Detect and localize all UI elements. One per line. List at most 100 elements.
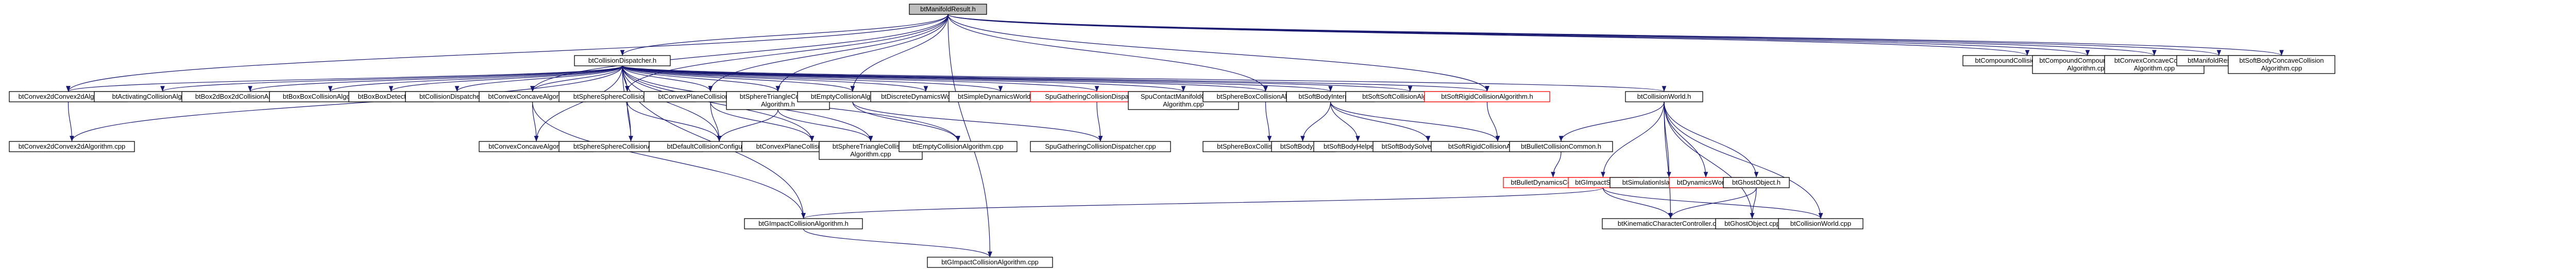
edge-root-to-ccah (530, 14, 948, 92)
edge-sbi-to-sbh (1330, 101, 1360, 142)
graph-node-gicacpp[interactable]: btGImpactCollisionAlgorithm.cpp (927, 257, 1053, 268)
graph-node-bcc[interactable]: btBulletCollisionCommon.h (1509, 141, 1613, 152)
edge-cw-to-cwcpp (1664, 101, 1823, 219)
edge-cd-to-bxd (388, 65, 623, 92)
edge-cd-to-stch (622, 65, 781, 92)
edge-cd-to-ech (622, 65, 855, 92)
node-label: btSimpleDynamicsWorld.cpp (958, 93, 1043, 100)
edge-root-to-ccc (947, 14, 2029, 56)
edge-cw-to-go (1664, 101, 1759, 178)
node-box (574, 55, 671, 66)
graph-node-srb[interactable]: btSoftRigidCollisionAlgorithm.h (1424, 91, 1550, 102)
graph-node-cw[interactable]: btCollisionWorld.h (1625, 91, 1703, 102)
graph-node-root[interactable]: btManifoldResult.h (909, 4, 987, 15)
node-label: btBulletCollisionCommon.h (1521, 142, 1601, 150)
node-label: Algorithm.cpp (850, 150, 891, 158)
edge-cd-to-bxb (328, 65, 623, 92)
edge-cd-to-sdw (622, 65, 1003, 92)
edge-cd-to-cdc (454, 65, 623, 92)
edge-root-to-sbx (947, 14, 1268, 92)
edge-ccah-to-ccacpp (532, 101, 539, 142)
edge-stch-to-stccpp (777, 109, 873, 142)
edge-cd-to-srb (622, 65, 1489, 92)
edge-root-to-sph (625, 14, 948, 92)
edge-cw-to-kcc (1664, 101, 1673, 219)
node-box (927, 257, 1053, 268)
edge-ccah-to-gica (532, 101, 806, 219)
edge-root-to-cd (620, 14, 948, 56)
node-box (1778, 218, 1863, 229)
edge-bcc-to-bdc (1551, 151, 1562, 178)
edge-root-to-sbcc (947, 14, 2284, 56)
node-label: btCollisionWorld.h (1637, 93, 1691, 100)
edge-gi-to-gica (801, 187, 1604, 219)
graph-node-c2dcpp[interactable]: btConvex2dConvex2dAlgorithm.cpp (9, 141, 135, 152)
graph-node-gocpp[interactable]: btGhostObject.cpp (1715, 218, 1789, 229)
edge-sph-to-sspcpp (626, 101, 633, 142)
node-label: btConvex2dConvex2dAlgorithm.h (19, 93, 118, 100)
edge-cd-to-b2b (248, 65, 623, 92)
edge-root-to-gicacpp (947, 14, 992, 258)
edge-ech-to-spugcpp (852, 101, 1103, 142)
node-label: btKinematicCharacterController.cpp (1618, 220, 1723, 227)
edge-cd-to-c2dcpp (70, 65, 623, 142)
graph-node-gica[interactable]: btGImpactCollisionAlgorithm.h (744, 218, 863, 229)
node-label: btGhostObject.cpp (1724, 220, 1780, 227)
edge-cd-to-ccacpp (534, 65, 623, 142)
node-box (2228, 55, 2335, 74)
node-label: btSphereTriangleCollision (740, 93, 816, 100)
node-label: btSphereTriangleCollision (833, 142, 909, 150)
edge-root-to-cxc (947, 14, 2157, 56)
node-label: SpuGatheringCollisionDispatcher.cpp (1045, 142, 1156, 150)
node-label: btConvex2dConvex2dAlgorithm.cpp (19, 142, 125, 150)
node-box (899, 141, 1018, 152)
graph-node-spugcpp[interactable]: SpuGatheringCollisionDispatcher.cpp (1030, 141, 1171, 152)
edge-cw-to-dyn (1664, 101, 1708, 178)
edge-sbi-to-sbsolver (1330, 101, 1431, 142)
graph-node-go[interactable]: btGhostObject.h (1723, 177, 1790, 188)
node-label: btGImpactCollisionAlgorithm.cpp (941, 258, 1039, 266)
node-label: btConvexConcaveAlgorithm.h (488, 93, 577, 100)
node-label: btSoftBodyConcaveCollision (2239, 57, 2324, 64)
edge-sph-to-dcc (626, 101, 722, 142)
edge-ech-to-eccpp (852, 101, 960, 142)
edge-root-to-mrcpp (947, 14, 2221, 56)
node-box (1424, 91, 1550, 102)
edge-root-to-srb (947, 14, 1489, 92)
node-label: btCollisionWorld.cpp (1790, 220, 1851, 227)
edge-sbi-to-srbcpp (1330, 101, 1500, 142)
edge-gica-to-gicacpp (803, 228, 992, 258)
edge-root-to-ech (850, 14, 948, 92)
edge-cd-to-ccah (530, 65, 623, 92)
edge-cd-to-sbx (622, 65, 1268, 92)
edge-cd-to-cpcpp (622, 65, 815, 142)
node-box (909, 4, 987, 15)
edge-sbx-to-sbxcpp (1265, 101, 1272, 142)
edge-spucd-to-spugcpp (1096, 101, 1103, 142)
node-label: btCollisionDispatcher.h (588, 57, 656, 64)
edge-cd-to-dcc (622, 65, 722, 142)
edge-root-to-c2dh (66, 14, 948, 92)
edge-go-to-gocpp (1750, 187, 1757, 219)
node-label: btDynamicsWorld.h (1677, 178, 1735, 186)
edge-c2dh-to-c2dcpp (67, 101, 74, 142)
node-label: Algorithm.h (761, 100, 795, 108)
edge-srb-to-srbcpp (1486, 101, 1500, 142)
edge-cw-to-bcc (1558, 101, 1665, 142)
node-label: Algorithm.cpp (2261, 64, 2302, 72)
graph-node-sdw[interactable]: btSimpleDynamicsWorld.cpp (948, 91, 1053, 102)
edge-cd-to-spucd (622, 65, 1099, 92)
node-box (1030, 141, 1171, 152)
edge-cd-to-c2dh (66, 65, 623, 92)
graph-node-eccpp[interactable]: btEmptyCollisionAlgorithm.cpp (899, 141, 1018, 152)
graph-node-kcc[interactable]: btKinematicCharacterController.cpp (1602, 218, 1739, 229)
node-label: btDiscreteDynamicsWorld.cpp (881, 93, 971, 100)
graph-node-cwcpp[interactable]: btCollisionWorld.cpp (1778, 218, 1863, 229)
edge-cd-to-cph (622, 65, 713, 92)
graph-node-cd[interactable]: btCollisionDispatcher.h (574, 55, 671, 66)
node-label: Algorithm.cpp (2134, 64, 2175, 72)
edge-cw-to-gocpp (1664, 101, 1755, 219)
node-label: Algorithm.cpp (1163, 100, 1204, 108)
